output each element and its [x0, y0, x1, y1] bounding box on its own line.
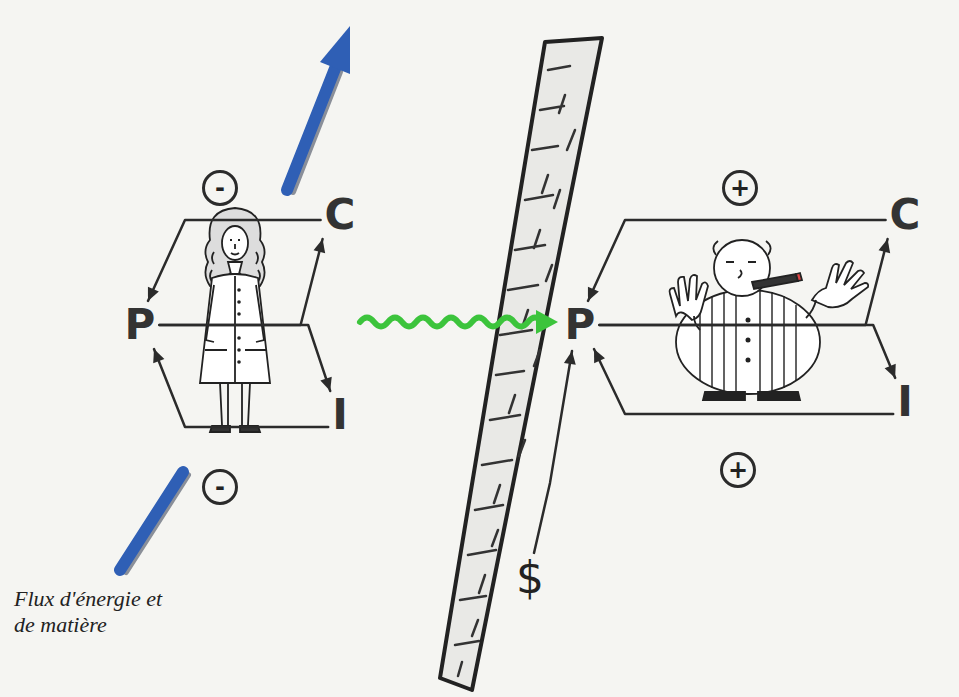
brick-wall — [440, 38, 602, 690]
node-text: - — [215, 176, 225, 200]
cycle-arrow — [599, 325, 895, 378]
wavy-green-arrow — [360, 310, 558, 334]
fat-capitalist-figure — [670, 240, 869, 400]
money-symbol: $ — [512, 553, 548, 603]
node-text: + — [728, 458, 748, 482]
sign-circle: + — [720, 452, 756, 488]
node-text: C — [325, 193, 356, 237]
cycle-arrow — [148, 220, 321, 301]
arrowhead — [594, 349, 605, 363]
cycle-arrow — [594, 349, 893, 414]
node-text: + — [730, 176, 750, 200]
connector-line — [154, 349, 328, 427]
energy-flux-arrow — [120, 26, 350, 572]
gentleman-figure — [200, 208, 270, 432]
connector-line — [599, 239, 887, 325]
cycle-arrow — [599, 239, 890, 325]
arrowhead — [879, 239, 891, 253]
arrowhead — [588, 287, 599, 301]
node-text: $ — [516, 555, 544, 601]
arrowhead — [564, 351, 576, 365]
node-text: I — [332, 393, 348, 437]
node-text: I — [897, 380, 913, 424]
sign-circle: - — [202, 469, 238, 505]
connector-line — [159, 325, 330, 391]
sign-circle: - — [202, 170, 238, 206]
cycle-letter: P — [121, 301, 160, 349]
arrowhead — [153, 349, 164, 363]
arrowhead — [320, 377, 331, 391]
arrowhead — [314, 239, 326, 253]
label-text: Flux d'énergie et de matière — [14, 586, 162, 637]
connector-line — [534, 351, 572, 553]
cycle-arrow — [159, 325, 331, 391]
cycle-arrow — [534, 351, 576, 553]
node-text: - — [215, 475, 225, 499]
cycle-arrow — [159, 239, 325, 325]
arrowhead — [885, 364, 896, 378]
cycle-letter: P — [561, 301, 600, 349]
cycle-letter: I — [328, 391, 352, 439]
connector-line — [148, 220, 321, 301]
connector-line — [159, 239, 322, 325]
node-text: P — [565, 303, 596, 347]
connector-line — [594, 349, 893, 414]
node-text: C — [890, 193, 921, 237]
cycle-arrow — [153, 349, 328, 427]
node-text: P — [125, 303, 156, 347]
sign-circle: + — [722, 170, 758, 206]
cycle-arrow — [588, 220, 886, 301]
connector-line — [599, 325, 895, 378]
cycle-letter: C — [886, 191, 925, 239]
cycle-letter: I — [893, 378, 917, 426]
connector-line — [588, 220, 886, 301]
arrowhead — [148, 287, 159, 301]
flux-label: Flux d'énergie et de matière — [14, 586, 174, 639]
cycle-letter: C — [321, 191, 360, 239]
